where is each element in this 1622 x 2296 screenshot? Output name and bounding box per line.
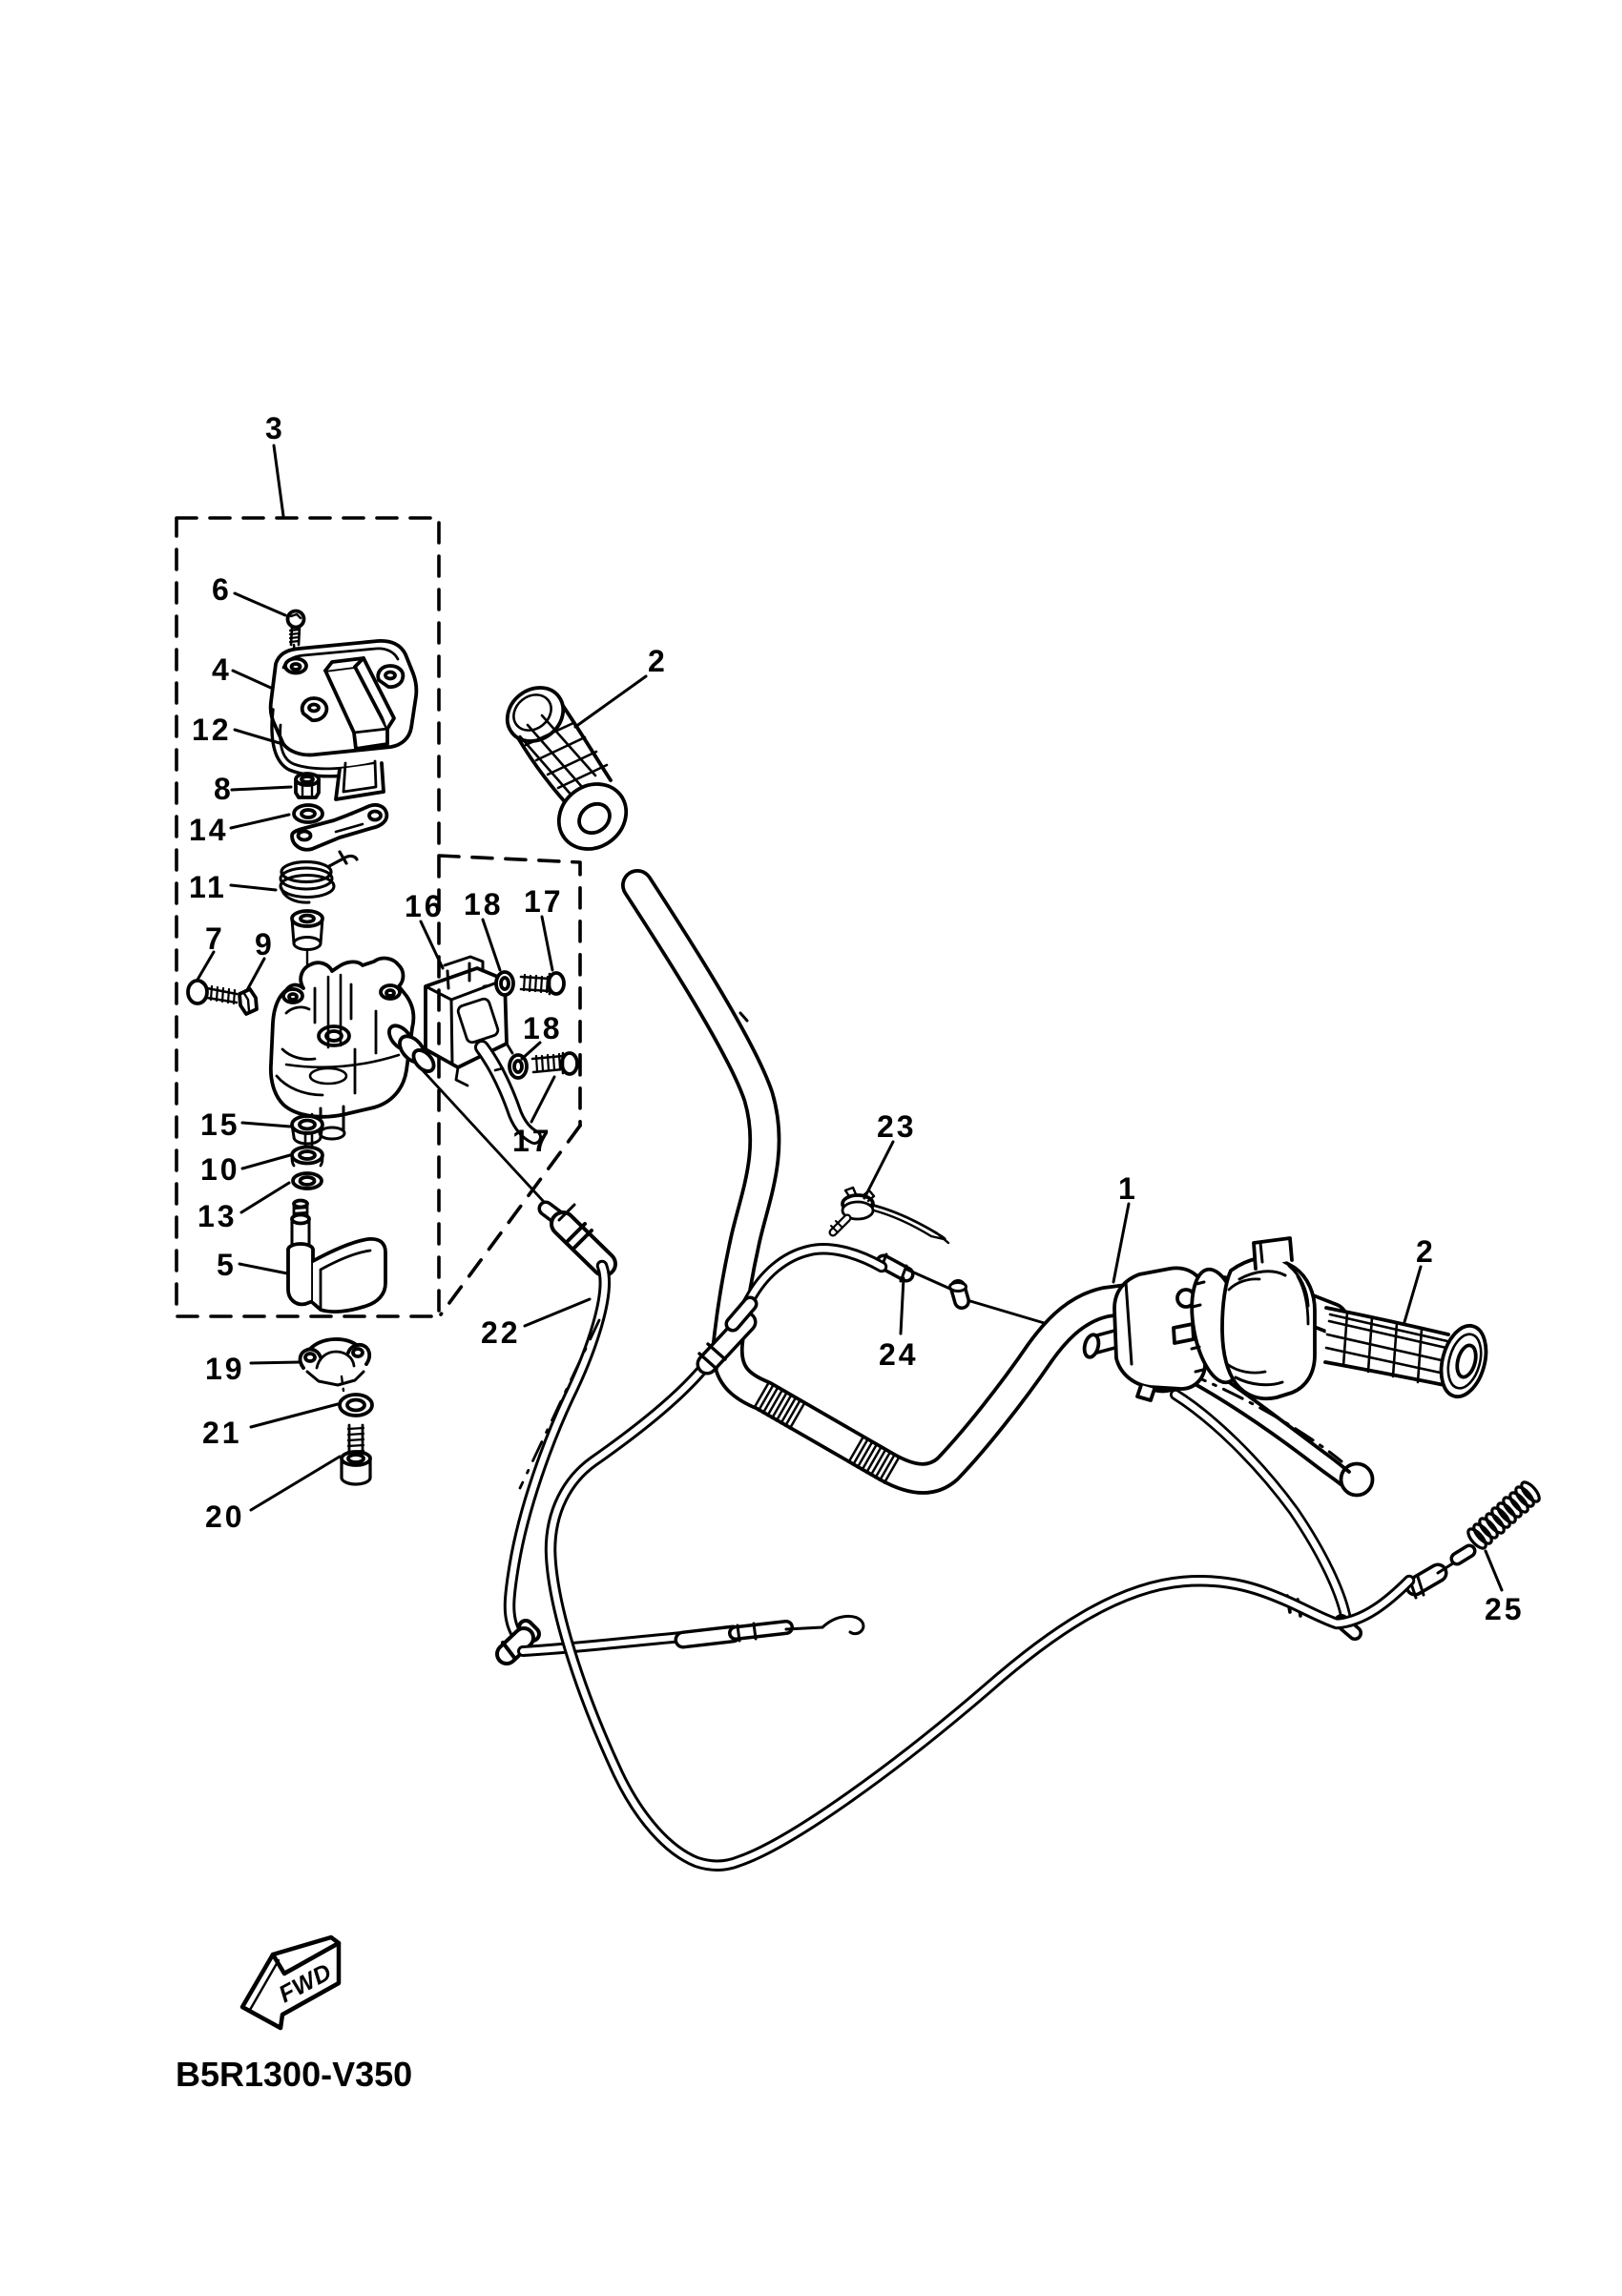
svg-text:23: 23 [877,1109,917,1144]
svg-text:25: 25 [1485,1592,1525,1626]
svg-text:17: 17 [524,884,564,919]
svg-text:5: 5 [217,1248,237,1282]
svg-text:9: 9 [255,927,275,962]
svg-text:15: 15 [200,1107,240,1142]
svg-text:19: 19 [205,1352,245,1386]
svg-text:B5R1300-V350: B5R1300-V350 [176,2055,412,2094]
svg-text:14: 14 [189,813,229,847]
svg-text:21: 21 [202,1416,242,1450]
svg-text:2: 2 [648,644,668,678]
svg-text:12: 12 [192,713,232,747]
svg-text:2: 2 [1416,1234,1436,1269]
svg-text:13: 13 [198,1199,238,1233]
svg-text:4: 4 [212,652,232,687]
svg-text:1: 1 [1118,1171,1138,1206]
svg-text:18: 18 [523,1011,563,1045]
svg-text:18: 18 [464,887,504,921]
svg-text:3: 3 [265,411,285,445]
svg-text:6: 6 [212,572,232,607]
svg-text:7: 7 [205,921,225,956]
svg-text:20: 20 [205,1500,245,1534]
svg-text:17: 17 [512,1124,552,1158]
svg-text:24: 24 [879,1337,919,1372]
svg-text:16: 16 [405,889,445,923]
svg-text:10: 10 [200,1152,240,1187]
svg-text:22: 22 [481,1315,521,1350]
svg-text:11: 11 [189,870,227,904]
svg-text:8: 8 [214,772,234,806]
